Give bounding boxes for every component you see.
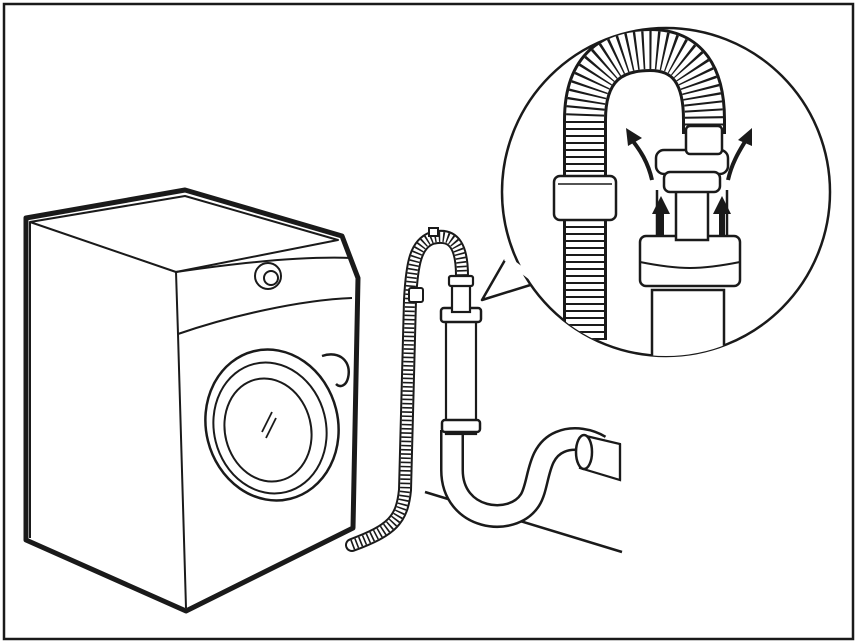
detail-hose-clamp	[552, 174, 618, 222]
magnifier-callout-icon	[480, 26, 832, 358]
door-icon	[204, 348, 351, 502]
standpipe-icon	[439, 274, 622, 528]
detail-view	[552, 28, 742, 356]
program-knob-icon	[254, 262, 282, 290]
hose-clamp	[408, 287, 424, 303]
airflow-arrow-icon	[626, 128, 752, 236]
washing-machine-icon	[23, 187, 361, 614]
drain-hose-icon	[345, 227, 469, 552]
